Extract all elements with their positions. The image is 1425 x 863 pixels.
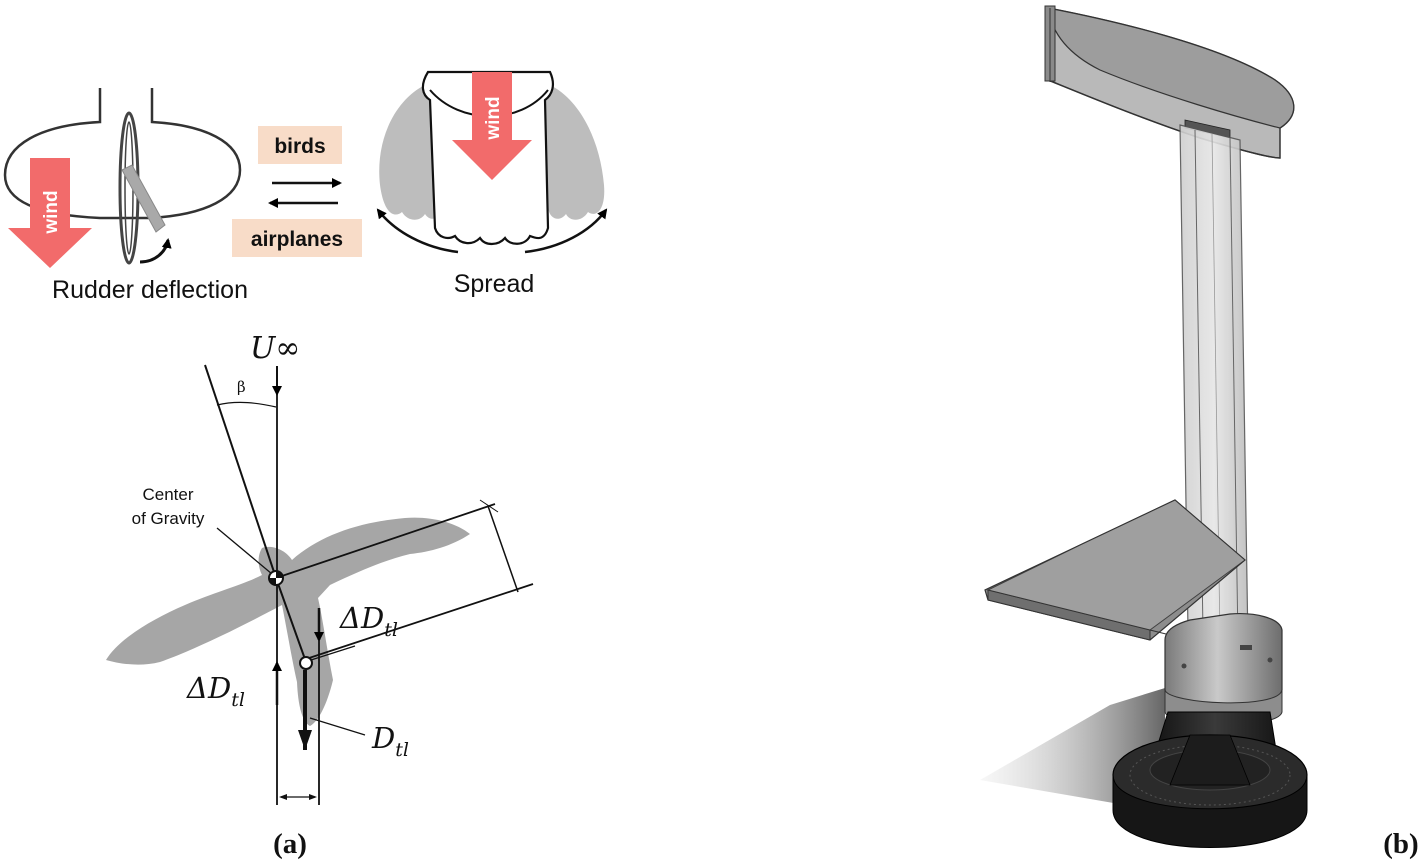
- beta-arc: [216, 401, 277, 408]
- delta-d-tl-sub-left: tl: [231, 689, 245, 711]
- beta-label: β: [237, 378, 246, 396]
- wind-tunnel-model-render: [980, 5, 1308, 848]
- d-tl-sub: tl: [395, 739, 409, 761]
- cg-marker-fill-1: [276, 571, 283, 578]
- rudder-deflection-label: Rudder deflection: [52, 276, 248, 304]
- u-infinity-label: U∞: [250, 331, 300, 366]
- wind-arrow-airplane: wind: [8, 158, 92, 268]
- bird-force-diagram: β U∞ Center of Gravity ΔDtl ΔDtl D: [106, 331, 534, 805]
- wing-axis-line: [275, 503, 496, 579]
- cg-marker-fill-2: [269, 578, 276, 585]
- airplane-tail-diagram: [3, 88, 242, 265]
- wind-label-airplane: wind: [41, 190, 62, 234]
- spread-label: Spread: [454, 270, 535, 298]
- delta-d-tl-main-left: ΔD: [186, 671, 231, 705]
- d-tl-main: D: [371, 721, 395, 755]
- bird-silhouette: [106, 517, 470, 726]
- airplanes-label-box: [232, 219, 362, 257]
- cg-label-line1: Center: [142, 485, 193, 504]
- bottom-dim-head-right: [309, 794, 317, 800]
- turntable-base: [1112, 711, 1308, 848]
- airfoil-wing: [1044, 5, 1295, 159]
- caption-a: (a): [273, 828, 307, 860]
- comparison-arrows: birds airplanes: [232, 126, 362, 257]
- airplanes-label: airplanes: [251, 228, 343, 251]
- d-tl-label: Dtl: [371, 721, 409, 761]
- birds-label: birds: [274, 135, 325, 158]
- wing-span-ext-1: [479, 499, 499, 513]
- rotary-housing: [1164, 613, 1283, 726]
- wing-span-ext-2: [299, 583, 534, 662]
- cg-label-line2: of Gravity: [132, 509, 205, 528]
- delta-d-tl-main-right: ΔD: [339, 601, 384, 635]
- bottom-dim-head-left: [279, 794, 287, 800]
- tail-axis-line: [275, 577, 307, 663]
- cg-leader-line: [216, 527, 273, 575]
- body-axis-line: [204, 364, 277, 579]
- delta-d-tl-label-left: ΔDtl: [186, 671, 245, 711]
- delta-d-tl-sub-right: tl: [384, 619, 398, 641]
- d-tl-arrowhead: [298, 730, 312, 750]
- delta-d-tl-label-right: ΔDtl: [339, 601, 398, 641]
- birds-label-box: [258, 126, 342, 164]
- wind-label-bird: wind: [483, 96, 504, 140]
- tail-plate: [984, 499, 1246, 641]
- wind-arrow-bird: wind: [452, 72, 532, 180]
- d-tl-leader-line: [309, 717, 366, 736]
- tail-point-marker: [299, 656, 313, 670]
- caption-b: (b): [1383, 828, 1418, 860]
- wing-span-dim-line: [487, 505, 519, 593]
